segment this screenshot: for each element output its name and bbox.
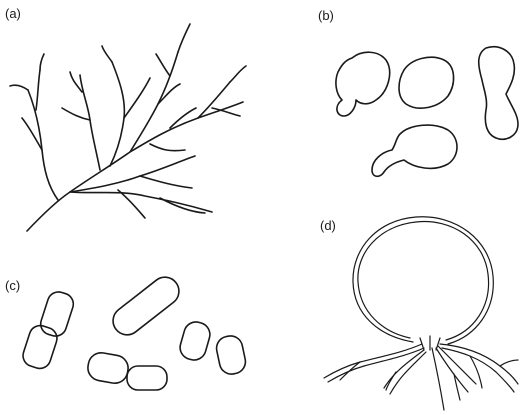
panel-d: (d): [320, 217, 518, 410]
sporangium-drawing: [324, 217, 518, 410]
panel-b-label: (b): [318, 8, 334, 23]
branching-hyphae-drawing: [10, 24, 246, 231]
panel-b: (b): [318, 8, 518, 176]
panel-a: (a): [5, 6, 246, 231]
panel-a-label: (a): [5, 6, 21, 21]
panel-c: (c): [5, 272, 248, 390]
rod-cells-drawing: [20, 272, 247, 390]
panel-c-label: (c): [5, 278, 20, 293]
panel-d-label: (d): [320, 218, 336, 233]
budding-yeast-drawing: [336, 47, 518, 176]
